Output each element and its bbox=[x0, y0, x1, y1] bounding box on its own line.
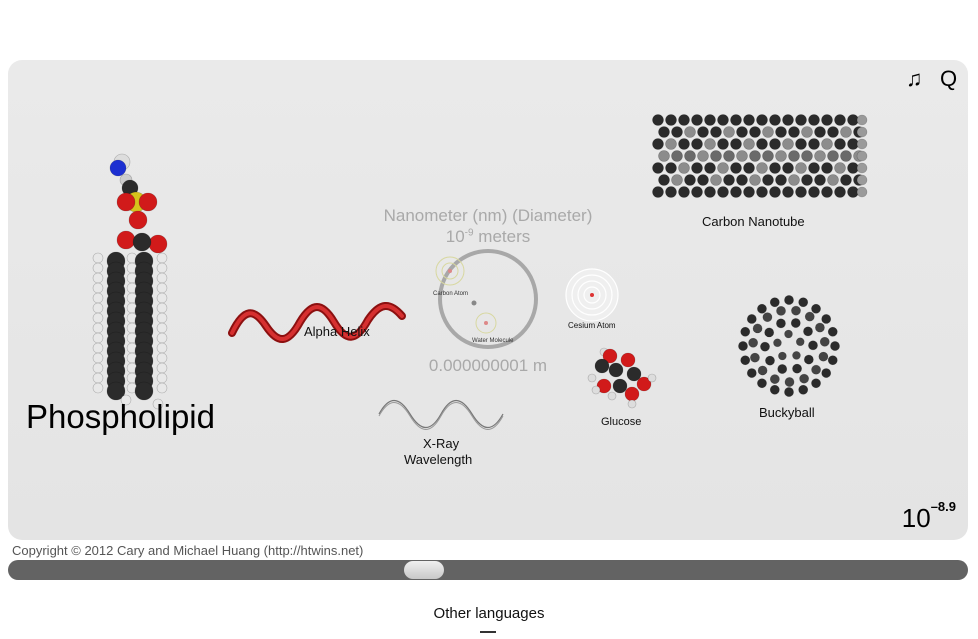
other-languages-link[interactable]: Other languages bbox=[433, 605, 545, 622]
xray-label-line1: X-Ray bbox=[423, 436, 460, 451]
glucose-molecule[interactable] bbox=[582, 340, 662, 410]
language-menu-handle[interactable] bbox=[480, 631, 496, 633]
cesium-atom-shape[interactable] bbox=[564, 267, 620, 323]
phospholipid-molecule[interactable] bbox=[86, 150, 206, 410]
xray-wave-shape[interactable] bbox=[378, 396, 504, 432]
cesium-atom-label: Cesium Atom bbox=[568, 321, 616, 330]
search-icon[interactable]: Q bbox=[940, 66, 958, 91]
alpha-helix-shape[interactable] bbox=[228, 298, 410, 348]
buckyball-label: Buckyball bbox=[759, 405, 815, 420]
alpha-helix-label: Alpha Helix bbox=[304, 324, 370, 339]
copyright-text: Copyright © 2012 Cary and Michael Huang … bbox=[12, 543, 364, 558]
ghost-water-molecule-label: Water Molecule bbox=[472, 338, 514, 344]
carbon-nanotube-label: Carbon Nanotube bbox=[702, 214, 805, 229]
scale-exponent: –8.9 bbox=[930, 499, 956, 514]
ghost-unit-label: Nanometer (nm) (Diameter) bbox=[383, 206, 593, 225]
ghost-carbon-atom-label: Carbon Atom bbox=[433, 291, 469, 297]
carbon-nanotube-molecule[interactable] bbox=[646, 110, 870, 202]
zoom-slider-thumb[interactable] bbox=[404, 561, 444, 579]
glucose-label: Glucose bbox=[601, 416, 642, 428]
zoom-stage[interactable]: ♫ Q Phospholipid Alpha Helix Nanometer (… bbox=[8, 60, 968, 540]
ghost-scale-circle bbox=[435, 249, 538, 349]
ghost-power-label: 10-9 meters bbox=[445, 227, 531, 246]
buckyball-molecule[interactable] bbox=[734, 294, 844, 398]
music-note-icon[interactable]: ♫ bbox=[906, 66, 923, 91]
scale-readout: 10–8.9 bbox=[902, 499, 956, 534]
scale-base: 10 bbox=[901, 503, 931, 533]
object-title: Phospholipid bbox=[26, 398, 215, 435]
ghost-value-label: 0.000000001 m bbox=[428, 356, 548, 375]
xray-label-line2: Wavelength bbox=[404, 452, 473, 467]
zoom-slider-track[interactable] bbox=[8, 560, 968, 580]
